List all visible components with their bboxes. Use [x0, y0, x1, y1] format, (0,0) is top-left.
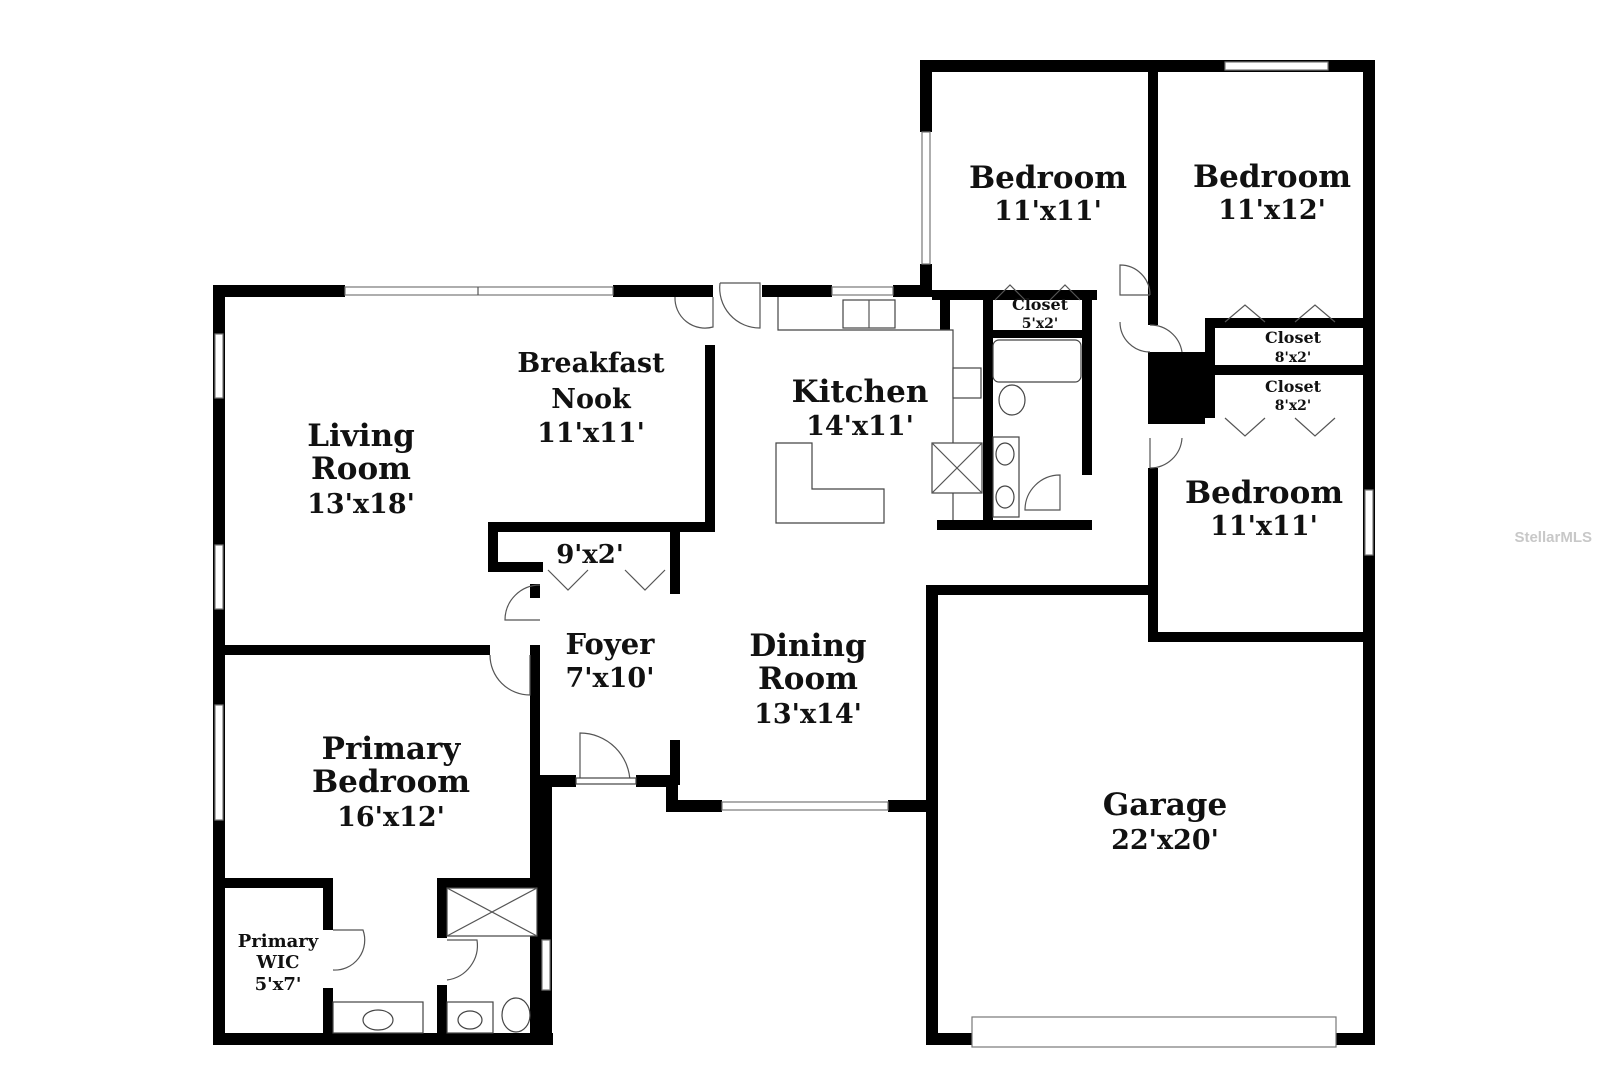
hall-bathtub — [992, 339, 1082, 383]
garage-door — [971, 1016, 1337, 1048]
watermark: StellarMLS — [1514, 529, 1592, 546]
living-room-slider-window — [344, 286, 614, 296]
bedroom-4-window — [1364, 489, 1374, 556]
garage-name: Garage — [1103, 787, 1227, 823]
living-room-dims: 13'x18' — [307, 489, 415, 520]
kitchen-counter — [777, 297, 954, 520]
primary-bath-window — [541, 939, 551, 991]
primary-bedroom-name-1: Primary — [322, 731, 462, 767]
bedroom-3-door — [1119, 264, 1151, 296]
closet-3-dims: 8'x2' — [1275, 398, 1311, 414]
breakfast-nook-name-2: Nook — [551, 384, 632, 415]
dining-room-name-2: Room — [758, 661, 858, 697]
foyer-name: Foyer — [566, 627, 656, 661]
windows — [214, 61, 1374, 1048]
closet-1-name: Closet — [1012, 295, 1069, 314]
interior-walls — [213, 60, 1375, 1045]
bedroom-3-dims: 11'x12' — [1218, 195, 1326, 226]
closet-2-name: Closet — [1265, 328, 1322, 347]
foyer-dims: 7'x10' — [566, 663, 655, 694]
living-room-name-1: Living — [307, 418, 415, 454]
fixtures — [332, 297, 1082, 1034]
bedroom-3-name: Bedroom — [1193, 159, 1351, 195]
primary-wic-name-1: Primary — [238, 931, 319, 952]
bedroom-4-dims: 11'x11' — [1210, 511, 1318, 542]
primary-bedroom-name-2: Bedroom — [312, 764, 470, 800]
breakfast-nook-dims: 11'x11' — [537, 418, 645, 449]
dining-room-name-1: Dining — [749, 628, 866, 664]
living-room-window-1 — [214, 333, 224, 399]
closet-2-dims: 8'x2' — [1275, 350, 1311, 366]
wic-door — [332, 929, 366, 971]
foyer-closet-dims: 9'x2' — [556, 540, 624, 570]
exterior-walls — [213, 60, 1375, 1045]
doors — [332, 264, 1183, 981]
room-labels: Bedroom 11'x11' Bedroom 11'x12' Closet 5… — [238, 159, 1351, 995]
closet-3-name: Closet — [1265, 377, 1322, 396]
primary-bath-door — [446, 939, 478, 981]
primary-wic-name-2: WIC — [256, 952, 300, 973]
primary-bedroom-dims: 16'x12' — [337, 802, 445, 833]
front-door — [579, 732, 631, 784]
garage-dims: 22'x20' — [1111, 825, 1219, 856]
primary-wic-dims: 5'x7' — [255, 974, 302, 995]
bedroom-2-name: Bedroom — [969, 160, 1127, 196]
dining-room-dims: 13'x14' — [754, 699, 862, 730]
breakfast-nook-name-1: Breakfast — [517, 348, 665, 379]
closet-doors — [547, 284, 1336, 591]
kitchen-window — [831, 286, 894, 296]
kitchen-name: Kitchen — [792, 374, 929, 410]
kitchen-dims: 14'x11' — [806, 411, 914, 442]
primary-bedroom-door — [489, 654, 531, 696]
foyer-side-door — [504, 584, 541, 621]
hall-toilet — [998, 384, 1026, 416]
closet-1-dims: 5'x2' — [1022, 316, 1058, 332]
primary-bedroom-window — [214, 704, 224, 821]
bedroom-2-window — [921, 131, 931, 265]
bedroom-2-dims: 11'x11' — [994, 196, 1102, 227]
living-room-window-2 — [214, 544, 224, 610]
bath-door — [1024, 474, 1061, 511]
dining-room-window — [721, 801, 889, 811]
bedroom-4-name: Bedroom — [1185, 475, 1343, 511]
bedroom-3-window — [1224, 61, 1329, 71]
kitchen-exterior-door — [719, 282, 761, 329]
primary-toilet — [501, 997, 531, 1033]
kitchen-range — [952, 367, 982, 399]
breakfast-door-swing — [674, 296, 714, 329]
living-room-name-2: Room — [311, 451, 411, 487]
kitchen-island — [775, 442, 885, 524]
